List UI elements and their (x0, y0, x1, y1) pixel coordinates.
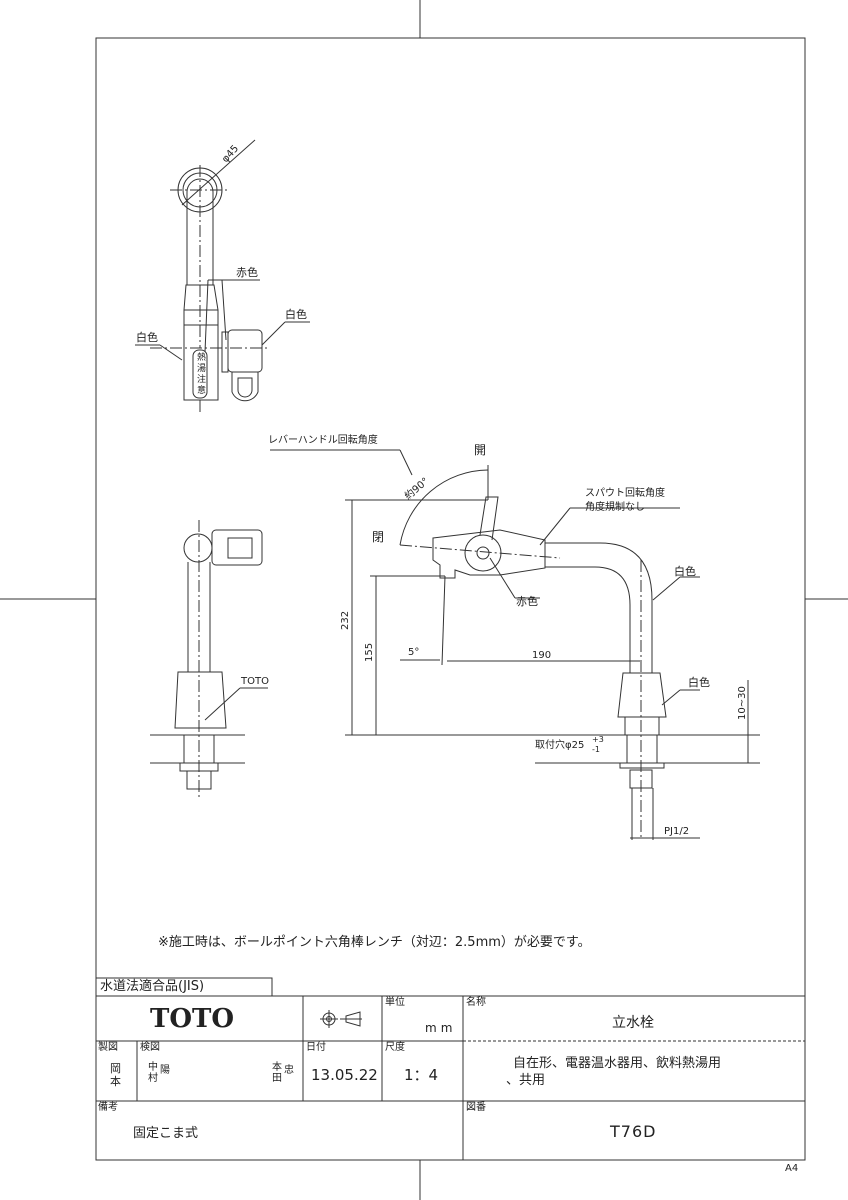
red-color-label: 赤色 (236, 265, 258, 279)
spout-rotation-label: スパウト回転角度 (585, 486, 665, 499)
dim-190: 190 (532, 650, 551, 661)
drawing-number: T76D (610, 1122, 657, 1141)
checked-header: 検図 (140, 1042, 160, 1053)
front-view (150, 520, 268, 800)
third-angle-projection-icon (320, 1010, 362, 1028)
close-label: 閉 (372, 530, 384, 544)
dim-232: 232 (340, 611, 351, 630)
mounting-hole-label: 取付穴φ25 (535, 738, 584, 751)
angle-value-label: 約90° (402, 475, 432, 503)
title-block-grid (95, 977, 805, 1160)
unit-value: mm (425, 1021, 457, 1035)
dim-5-degrees: 5° (408, 647, 419, 658)
drawn-by: 岡本 (110, 1062, 121, 1088)
toto-mark-label: TOTO (240, 676, 269, 687)
hole-tolerance-minus: -1 (592, 745, 600, 754)
lever-angle-label: レバーハンドル回転角度 (268, 433, 378, 446)
drawn-header: 製図 (98, 1042, 118, 1053)
spout-rotation-label-2: 角度規制なし (585, 500, 645, 513)
side-view (270, 449, 760, 840)
thread-label: PJ1/2 (664, 826, 689, 837)
scale-value: 1：4 (404, 1066, 439, 1084)
product-name: 立水栓 (612, 1015, 654, 1031)
checked-seal-2: 忠 (284, 1065, 294, 1076)
toto-logo: TOTO (150, 1004, 234, 1034)
scale-header: 尺度 (385, 1042, 405, 1053)
handle-caution-mark: 熱湯注意 (195, 352, 205, 396)
date-header: 日付 (306, 1042, 326, 1053)
checked-by-1: 中村 (148, 1062, 158, 1084)
product-description-2: 、共用 (506, 1073, 546, 1088)
date-value: 13.05.22 (311, 1066, 378, 1084)
product-description: 自在形、電器温水器用、飲料熱湯用 (513, 1056, 722, 1071)
dim-155: 155 (364, 643, 375, 662)
open-label: 開 (474, 443, 486, 457)
unit-header: 単位 (385, 997, 405, 1008)
top-view (135, 139, 310, 412)
name-header: 名称 (466, 997, 486, 1008)
drawing-number-header: 図番 (466, 1102, 486, 1113)
dim-10-30: 10~30 (737, 686, 748, 720)
checked-by-2: 本田 (272, 1062, 282, 1084)
remarks-header: 備考 (98, 1102, 118, 1113)
white-color-label: 白色 (136, 330, 158, 344)
red-color-label: 赤色 (516, 594, 538, 608)
hole-tolerance-plus: +3 (592, 735, 604, 744)
paper-size-label: A4 (785, 1163, 799, 1174)
white-color-label: 白色 (285, 307, 307, 321)
remarks-value: 固定こま式 (133, 1126, 199, 1141)
installation-note: ※施工時は、ボールポイント六角棒レンチ（対辺：2.5mm）が必要です。 (158, 935, 591, 950)
diameter-label: φ45 (220, 143, 241, 165)
jis-compliance-label: 水道法適合品(JIS) (100, 979, 205, 994)
checked-seal-1: 陽 (160, 1065, 170, 1076)
white-color-label: 白色 (674, 564, 696, 578)
white-color-label: 白色 (688, 675, 710, 689)
